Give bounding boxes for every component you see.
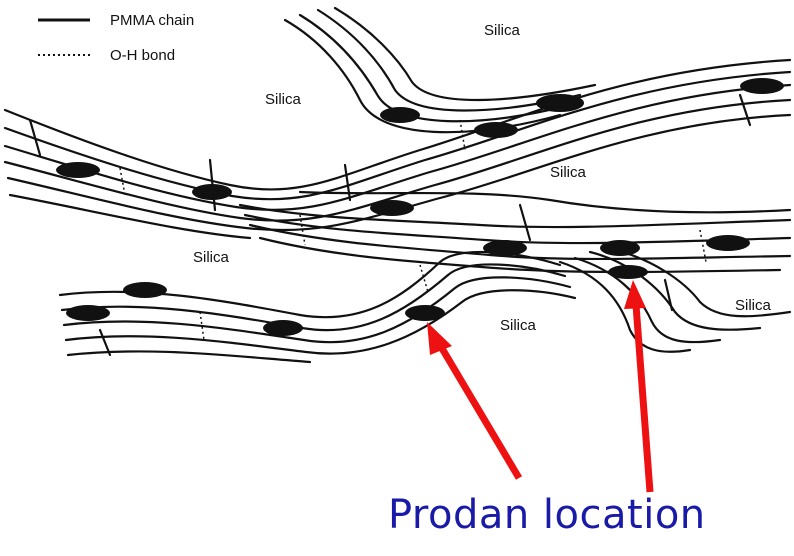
prodan-molecule bbox=[740, 78, 784, 94]
prodan-molecule bbox=[370, 200, 414, 216]
prodan-arrows bbox=[427, 280, 650, 492]
silica-label: Silica bbox=[550, 164, 587, 181]
arrow-left-head bbox=[427, 322, 452, 355]
prodan-molecule bbox=[66, 305, 110, 321]
silica-label: Silica bbox=[193, 249, 230, 266]
prodan-molecule bbox=[706, 235, 750, 251]
arrow-right-shaft bbox=[636, 305, 650, 492]
prodan-molecule bbox=[608, 265, 648, 279]
pmma-chain-legend-label: PMMA chain bbox=[110, 12, 194, 29]
prodan-molecule bbox=[192, 184, 232, 200]
silica-label: Silica bbox=[500, 317, 537, 334]
prodan-molecule bbox=[474, 122, 518, 138]
prodan-molecule bbox=[263, 320, 303, 336]
legend: PMMA chain O-H bond bbox=[38, 12, 194, 64]
prodan-molecule bbox=[56, 162, 100, 178]
oh-bond-legend-label: O-H bond bbox=[110, 47, 175, 64]
arrow-left-shaft bbox=[440, 345, 519, 478]
prodan-molecule bbox=[123, 282, 167, 298]
silica-label: Silica bbox=[484, 22, 521, 39]
prodan-molecule bbox=[405, 305, 445, 321]
silica-label: Silica bbox=[265, 91, 302, 108]
silica-label: Silica bbox=[735, 297, 772, 314]
prodan-molecule bbox=[483, 240, 527, 256]
arrow-right-head bbox=[624, 280, 646, 309]
prodan-molecule bbox=[380, 107, 420, 123]
prodan-molecule bbox=[536, 94, 584, 112]
prodan-molecule bbox=[600, 240, 640, 256]
prodan-location-caption: Prodan location bbox=[388, 492, 706, 538]
